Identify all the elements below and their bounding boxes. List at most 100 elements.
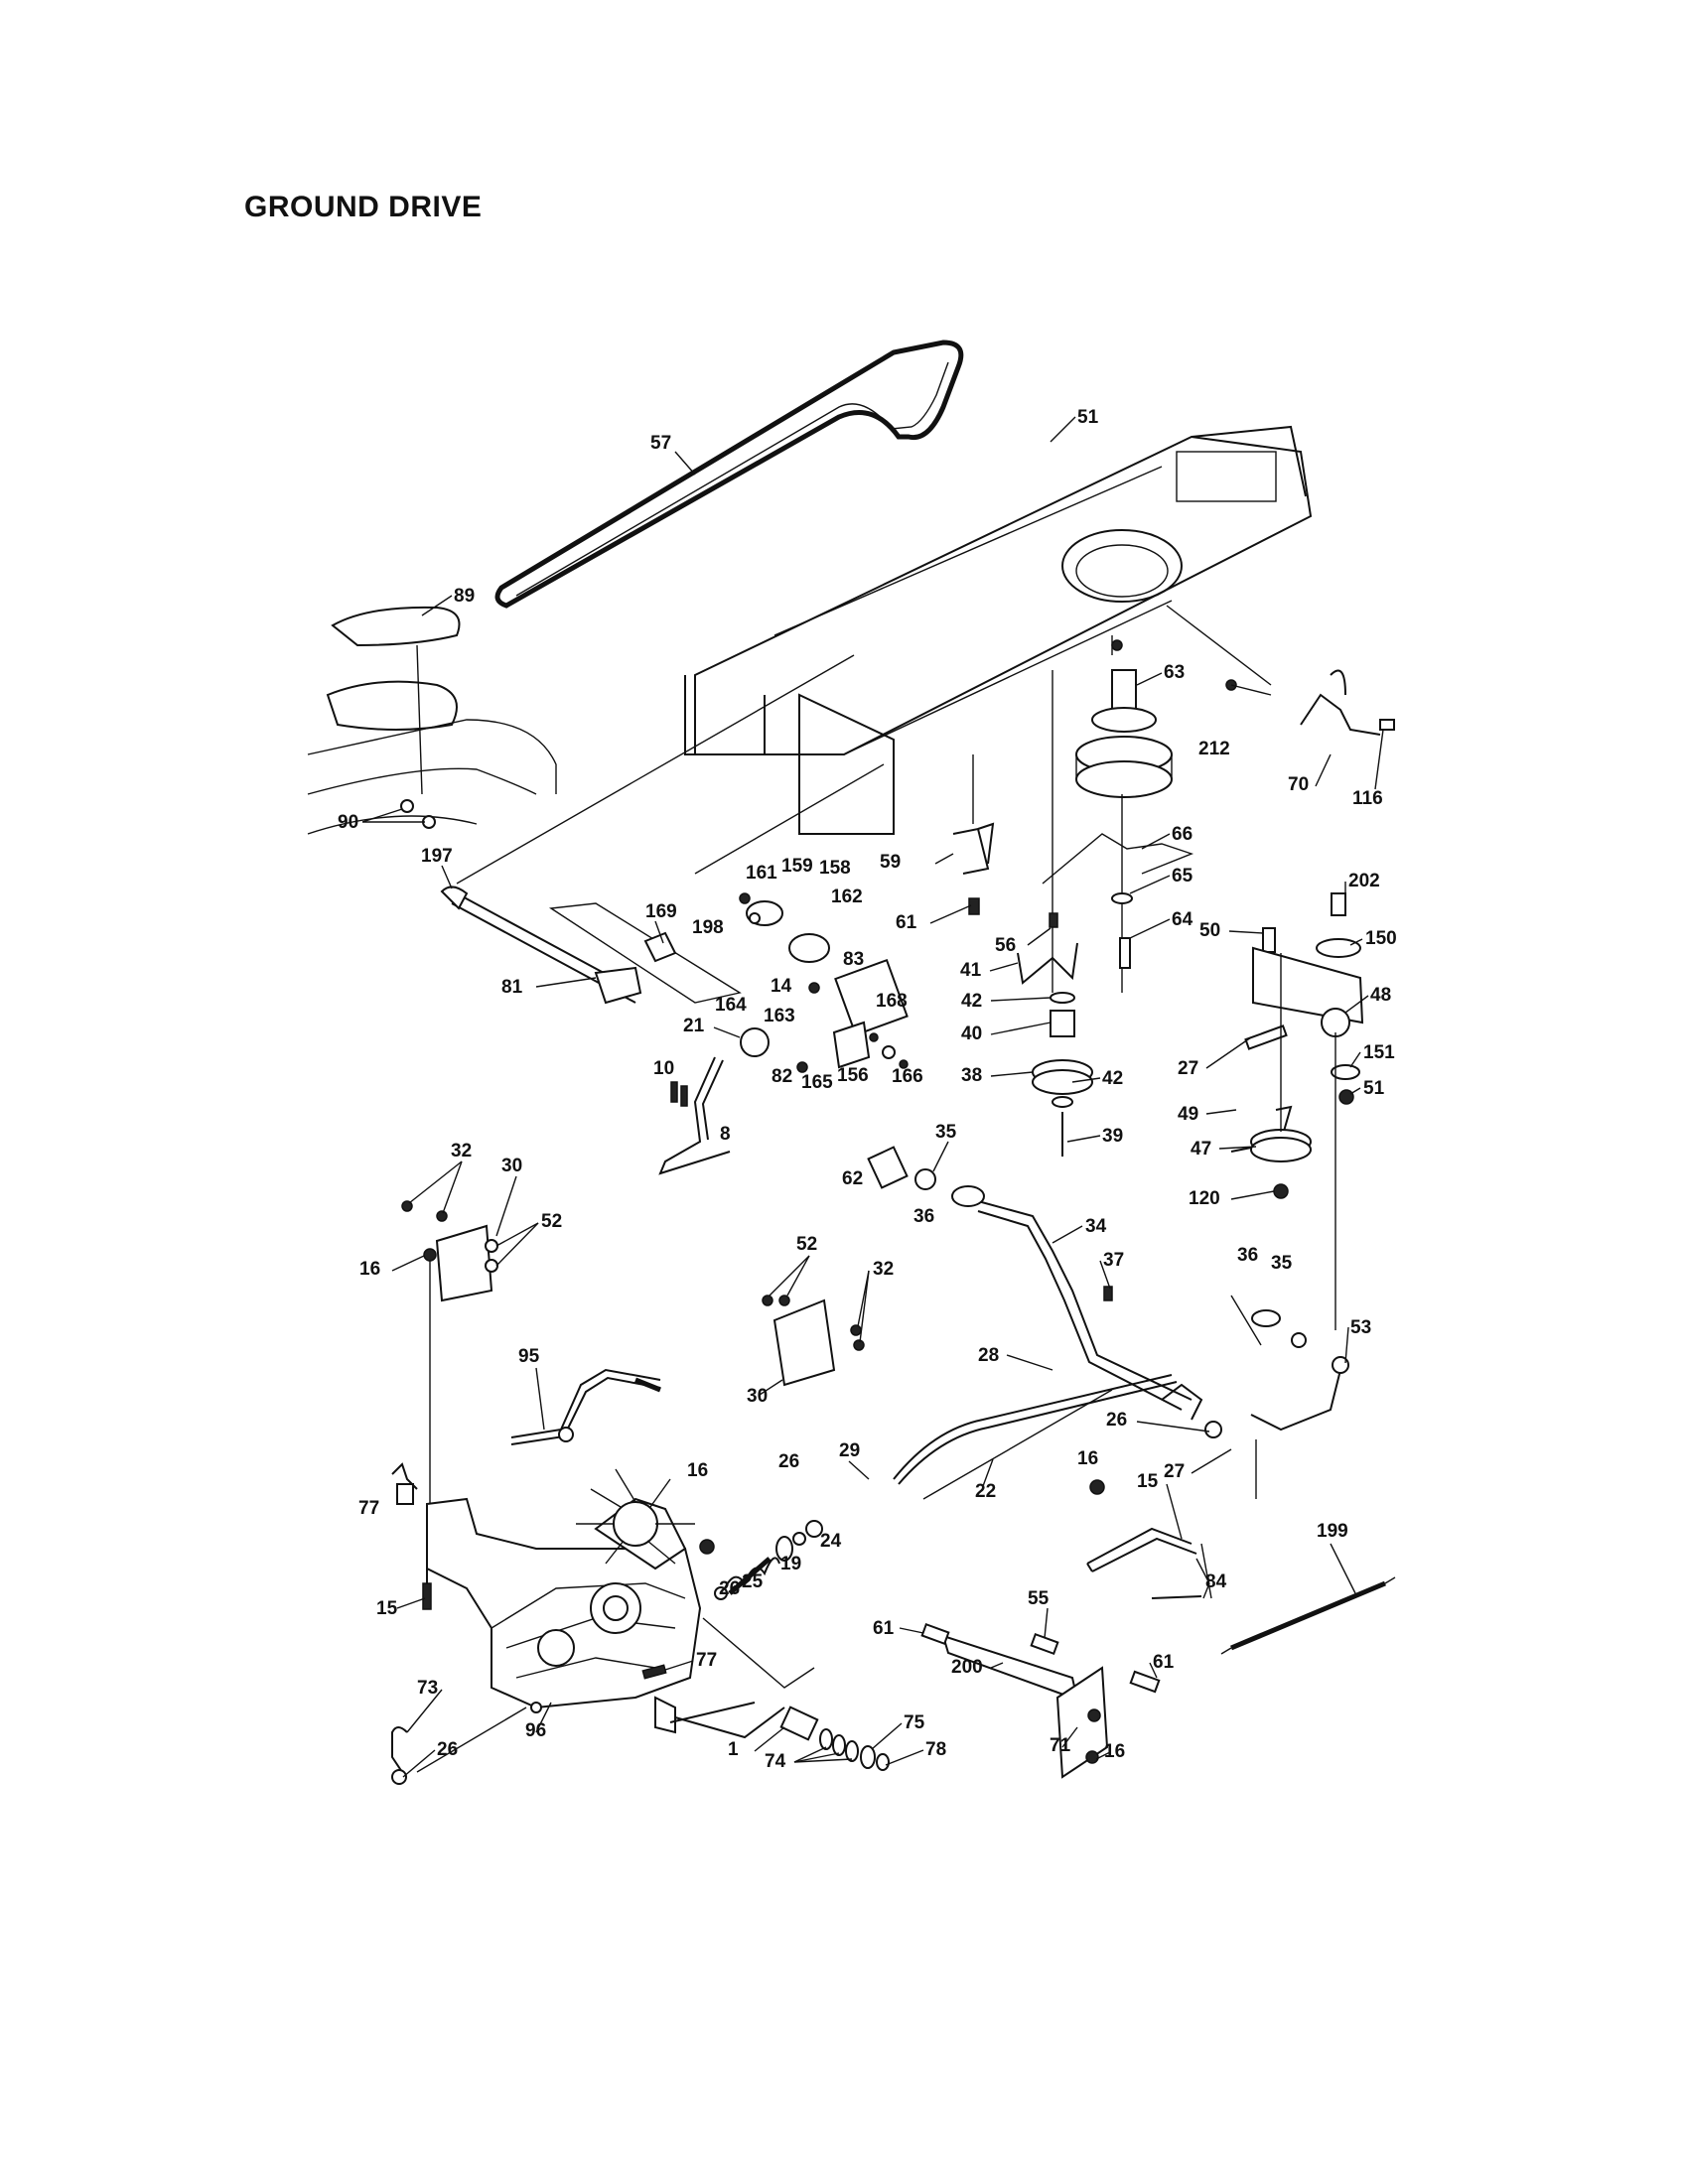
callout-35: 35 [935, 1122, 957, 1143]
center-pulley-stack [1017, 635, 1194, 1157]
callout-59: 59 [880, 852, 901, 873]
callout-77b: 77 [696, 1650, 717, 1671]
callout-75: 74 [765, 1751, 786, 1772]
bracket-30-center [762, 1295, 865, 1387]
callout-14: 14 [771, 976, 792, 997]
callout-51: 51 [1077, 407, 1099, 428]
pivot-bracket-cluster [643, 892, 909, 1073]
callout-164: 164 [715, 995, 747, 1016]
callout-158: 158 [819, 858, 851, 879]
callout-41: 41 [960, 960, 982, 981]
callout-53: 53 [1350, 1317, 1371, 1338]
callout-37: 37 [1103, 1250, 1124, 1271]
callout-25: 25 [742, 1571, 764, 1592]
callout-40: 40 [961, 1024, 982, 1044]
callout-156: 156 [837, 1065, 869, 1086]
callout-162: 162 [831, 887, 863, 907]
callout-120: 120 [1189, 1188, 1220, 1209]
body-panel [307, 606, 557, 835]
idler-arm-assembly [1230, 892, 1364, 1330]
callout-202: 202 [1348, 871, 1380, 891]
callout-65: 65 [1172, 866, 1193, 887]
callout-32b: 32 [873, 1259, 894, 1280]
callout-26c: 26 [719, 1578, 740, 1599]
callout-51b: 51 [1363, 1078, 1385, 1099]
control-rods [867, 1146, 1349, 1500]
callout-90: 90 [338, 812, 358, 833]
spring-assembly [702, 1520, 823, 1689]
callout-96: 73 [417, 1678, 438, 1699]
callout-30: 30 [501, 1156, 522, 1176]
callout-49: 49 [1178, 1104, 1198, 1125]
right-frame-parts [1225, 669, 1395, 736]
callout-200: 55 [1028, 1588, 1050, 1609]
callout-8: 8 [720, 1124, 731, 1145]
callout-39: 39 [1102, 1126, 1123, 1147]
callout-61: 61 [896, 912, 917, 933]
shaft-assembly [440, 654, 885, 1005]
callout-24: 24 [820, 1531, 842, 1552]
callout-1: 96 [525, 1720, 546, 1741]
callout-27: 27 [1178, 1058, 1198, 1079]
callout-62: 62 [842, 1168, 863, 1189]
bracket-59 [952, 754, 995, 915]
callout-21: 21 [683, 1016, 705, 1036]
callout-55: 199 [1317, 1521, 1348, 1542]
callout-150: 150 [1365, 928, 1397, 949]
chassis-frame [684, 425, 1313, 835]
callout-151: 151 [1363, 1042, 1395, 1063]
callout-16b: 16 [1077, 1448, 1098, 1469]
callout-57: 57 [650, 433, 671, 454]
callout-73: 71 [1050, 1735, 1071, 1756]
callout-26b: 26 [778, 1451, 799, 1472]
lever [658, 1056, 731, 1175]
callout-89: 89 [454, 586, 475, 607]
callout-38: 38 [961, 1065, 982, 1086]
callout-168: 168 [876, 991, 908, 1012]
axle-stack [641, 1664, 890, 1771]
callout-77: 77 [358, 1498, 379, 1519]
callout-35b: 35 [1271, 1253, 1293, 1274]
callout-71: 200 [951, 1657, 983, 1678]
callout-63: 63 [1164, 662, 1185, 683]
callout-61b: 61 [873, 1618, 895, 1639]
spring-55 [1220, 1576, 1396, 1655]
callout-16c: 16 [687, 1460, 708, 1481]
drive-belt [494, 340, 964, 609]
bracket-30-upper [401, 1200, 498, 1509]
callout-50: 50 [1199, 920, 1220, 941]
part-77 [391, 1462, 418, 1490]
callout-83: 83 [843, 949, 864, 970]
callout-198: 198 [692, 917, 724, 938]
callout-30b: 30 [747, 1386, 768, 1407]
callout-84: 15 [1137, 1471, 1159, 1492]
callout-52: 52 [541, 1211, 562, 1232]
transaxle [391, 1468, 785, 1785]
callout-169: 169 [645, 901, 677, 922]
callout-27b: 27 [1164, 1461, 1185, 1482]
callout-197: 197 [421, 846, 453, 867]
leader-lines [361, 416, 1384, 1778]
callout-74: 1 [728, 1739, 739, 1760]
cooling-fan [576, 1468, 695, 1565]
callout-61c: 61 [1153, 1652, 1175, 1673]
rod-95 [510, 1368, 661, 1445]
callout-159: 159 [781, 856, 813, 877]
page-title: GROUND DRIVE [244, 191, 483, 223]
callout-163: 163 [764, 1006, 795, 1026]
callout-19: 19 [780, 1554, 801, 1574]
callout-36: 36 [913, 1206, 934, 1227]
callout-212: 212 [1198, 739, 1230, 759]
callout-42b: 42 [1102, 1068, 1123, 1089]
callout-56: 56 [995, 935, 1016, 956]
callout-66: 66 [1172, 824, 1193, 845]
callout-161: 161 [746, 863, 777, 884]
callout-15: 15 [376, 1598, 398, 1619]
bracket-71 [920, 1622, 1161, 1779]
callout-16d: 16 [1104, 1741, 1125, 1762]
callout-47: 47 [1191, 1139, 1211, 1160]
callout-64: 64 [1172, 909, 1193, 930]
callout-52b: 52 [796, 1234, 817, 1255]
callout-26: 26 [1106, 1410, 1127, 1431]
